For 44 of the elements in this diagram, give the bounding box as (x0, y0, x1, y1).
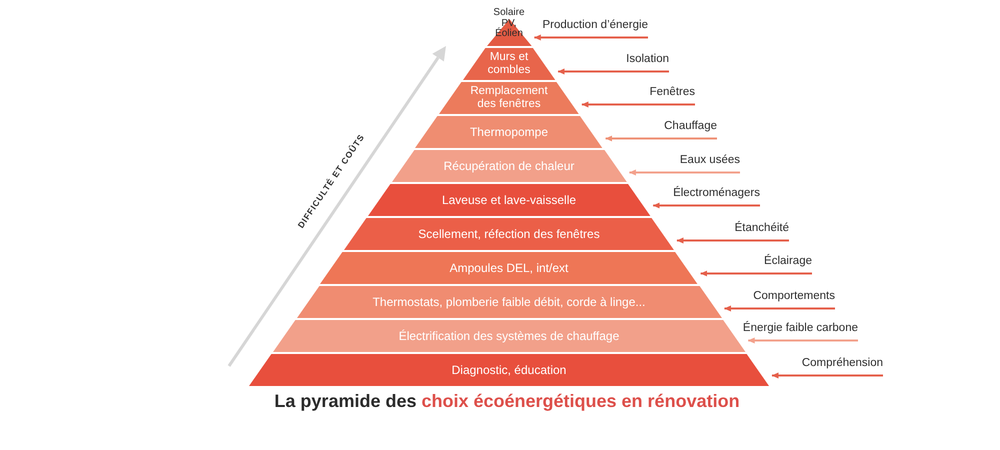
tier-label: Récupération de chaleur (444, 159, 574, 173)
tier-label: Remplacement des fenêtres (469, 85, 549, 111)
side-label: Fenêtres (650, 84, 695, 100)
side-label: Comportements (753, 288, 835, 304)
side-label: Isolation (626, 51, 669, 67)
side-label: Étanchéité (734, 220, 789, 236)
arrow (628, 170, 740, 176)
arrow (652, 202, 760, 208)
caption: La pyramide des choix écoénergétiques en rénovation (274, 390, 740, 413)
side-label: Compréhension (802, 355, 883, 371)
tier-label: Scellement, réfection des fenêtres (418, 227, 600, 241)
tier-label: Électrification des systèmes de chauffage (398, 329, 620, 343)
side-label: Électroménagers (673, 185, 760, 201)
tier-label: Murs et combles (486, 51, 532, 77)
tier-label: Diagnostic, éducation (452, 363, 566, 377)
arrow (558, 68, 669, 74)
tier-label: Ampoules DEL, int/ext (450, 261, 568, 275)
pyramid-tier (462, 48, 556, 80)
pyramid-tier (486, 7, 532, 46)
arrow (700, 270, 812, 276)
arrow (605, 136, 717, 142)
arrow (581, 102, 695, 108)
tier-label: Thermopompe (470, 125, 548, 139)
tier-label: Thermostats, plomberie faible débit, corde à linge... (372, 295, 646, 309)
arrow (772, 372, 883, 378)
pyramid-tier (415, 116, 603, 148)
pyramid-tier (344, 218, 674, 250)
side-label: Chauffage (664, 118, 717, 134)
side-label: Éclairage (764, 253, 812, 269)
pyramid-tier (392, 150, 626, 182)
pyramid-tier (439, 82, 579, 114)
arrow (724, 306, 835, 312)
side-label: Énergie faible carbone (742, 320, 858, 336)
pyramid-tier (320, 252, 698, 284)
tier-label: Laveuse et lave-vaisselle (442, 193, 576, 207)
arrow (676, 238, 789, 244)
side-label: Eaux usées (680, 152, 740, 168)
arrow (534, 34, 648, 40)
pyramid-tier (272, 320, 746, 352)
pyramid-tier (296, 286, 722, 318)
side-label: Production d’énergie (542, 17, 648, 33)
arrow (748, 338, 858, 344)
pyramid-tier (368, 184, 650, 216)
pyramid-tier (248, 354, 770, 386)
